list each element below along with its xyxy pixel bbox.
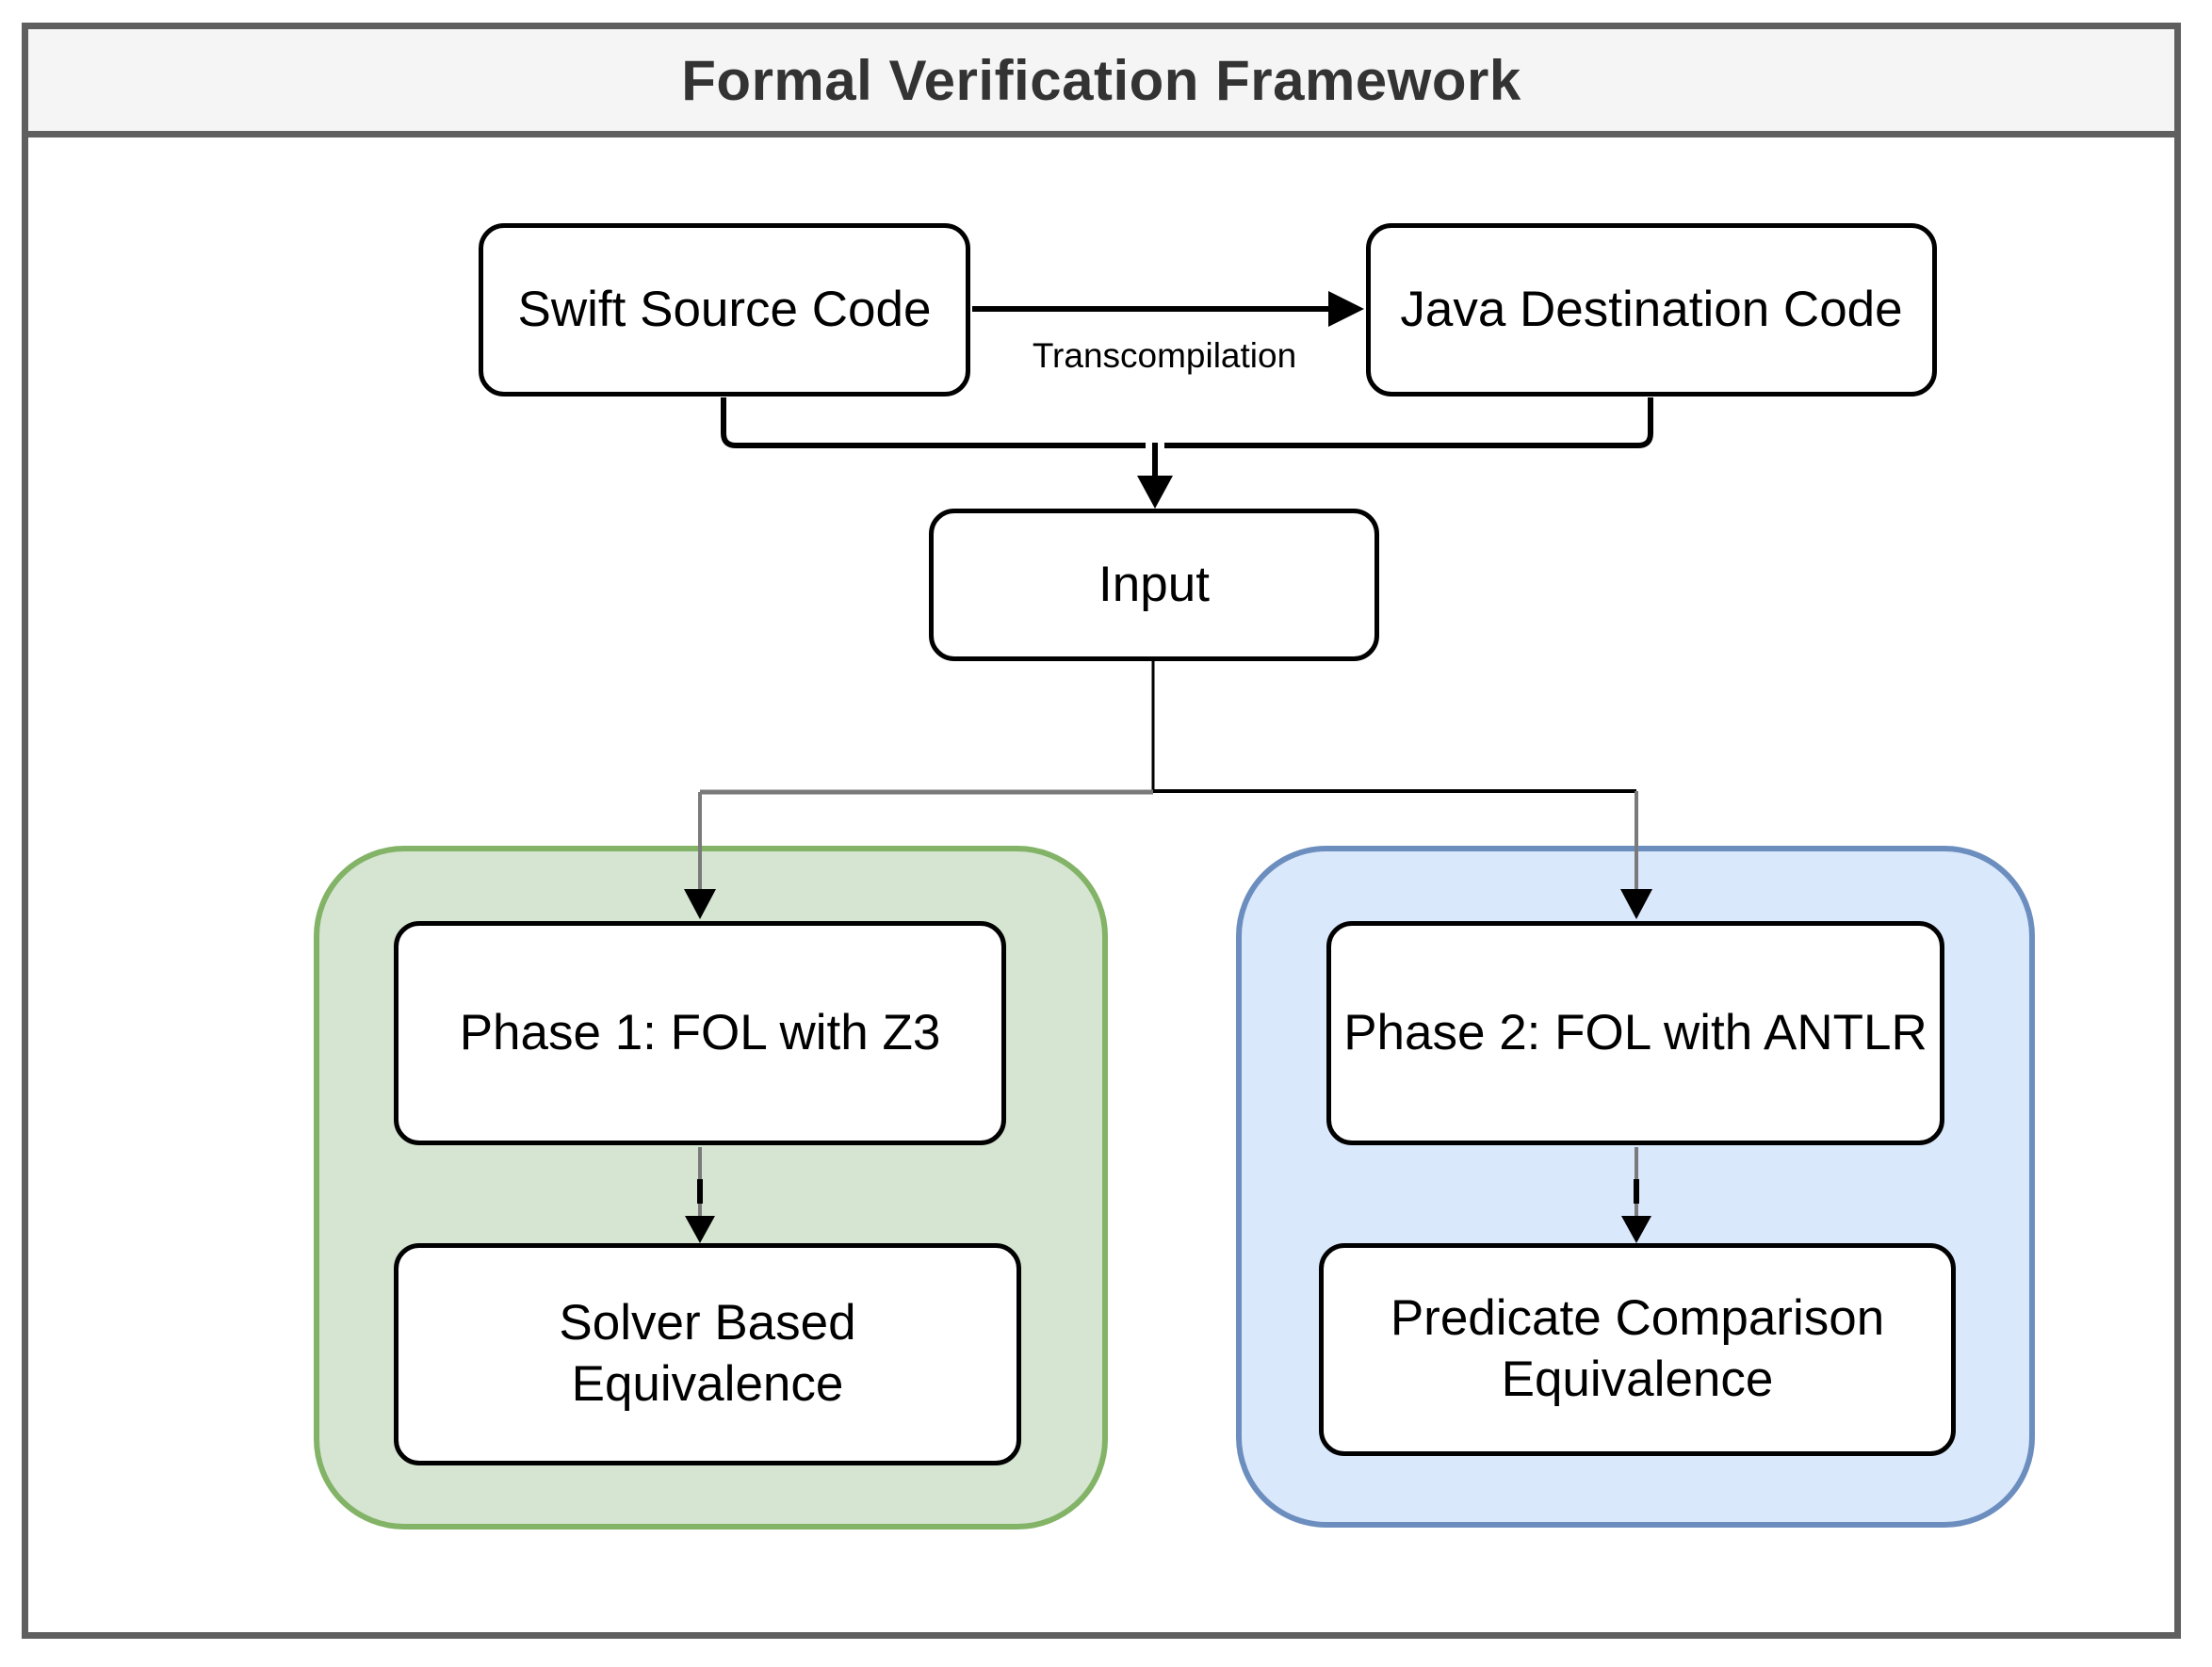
node-label: Solver Based Equivalence bbox=[559, 1293, 855, 1415]
node-label: Java Destination Code bbox=[1400, 281, 1903, 337]
diagram-title-bar: Formal Verification Framework bbox=[28, 29, 2174, 138]
node-label-line1: Solver Based bbox=[559, 1295, 856, 1351]
arrow-transcompilation: Transcompilation bbox=[972, 291, 1364, 375]
node-solver-based-equivalence: Solver Based Equivalence bbox=[394, 1243, 1021, 1465]
transcompilation-label: Transcompilation bbox=[1033, 336, 1296, 375]
node-label-line2: Equivalence bbox=[1501, 1351, 1774, 1407]
node-phase2-fol-antlr: Phase 2: FOL with ANTLR bbox=[1326, 921, 1944, 1145]
node-label: Input bbox=[1098, 556, 1210, 612]
node-java-destination-code: Java Destination Code bbox=[1366, 223, 1937, 397]
node-label-line2: Equivalence bbox=[571, 1356, 844, 1412]
node-swift-source-code: Swift Source Code bbox=[479, 223, 970, 397]
node-label: Phase 1: FOL with Z3 bbox=[459, 1004, 941, 1060]
arrow-phase2-to-predicate bbox=[1621, 1147, 1651, 1243]
node-phase1-fol-z3: Phase 1: FOL with Z3 bbox=[394, 921, 1006, 1145]
node-label-line1: Predicate Comparison bbox=[1390, 1290, 1885, 1347]
branch-from-input bbox=[684, 661, 1652, 919]
arrow-phase1-to-solver bbox=[685, 1147, 715, 1243]
arrow-merge-to-input bbox=[721, 397, 1653, 509]
diagram-title: Formal Verification Framework bbox=[681, 48, 1521, 112]
node-predicate-comparison-equivalence: Predicate Comparison Equivalence bbox=[1319, 1243, 1956, 1456]
node-label: Predicate Comparison Equivalence bbox=[1391, 1288, 1884, 1410]
node-label: Swift Source Code bbox=[517, 281, 932, 337]
node-input: Input bbox=[929, 509, 1379, 661]
node-label: Phase 2: FOL with ANTLR bbox=[1343, 1004, 1927, 1060]
